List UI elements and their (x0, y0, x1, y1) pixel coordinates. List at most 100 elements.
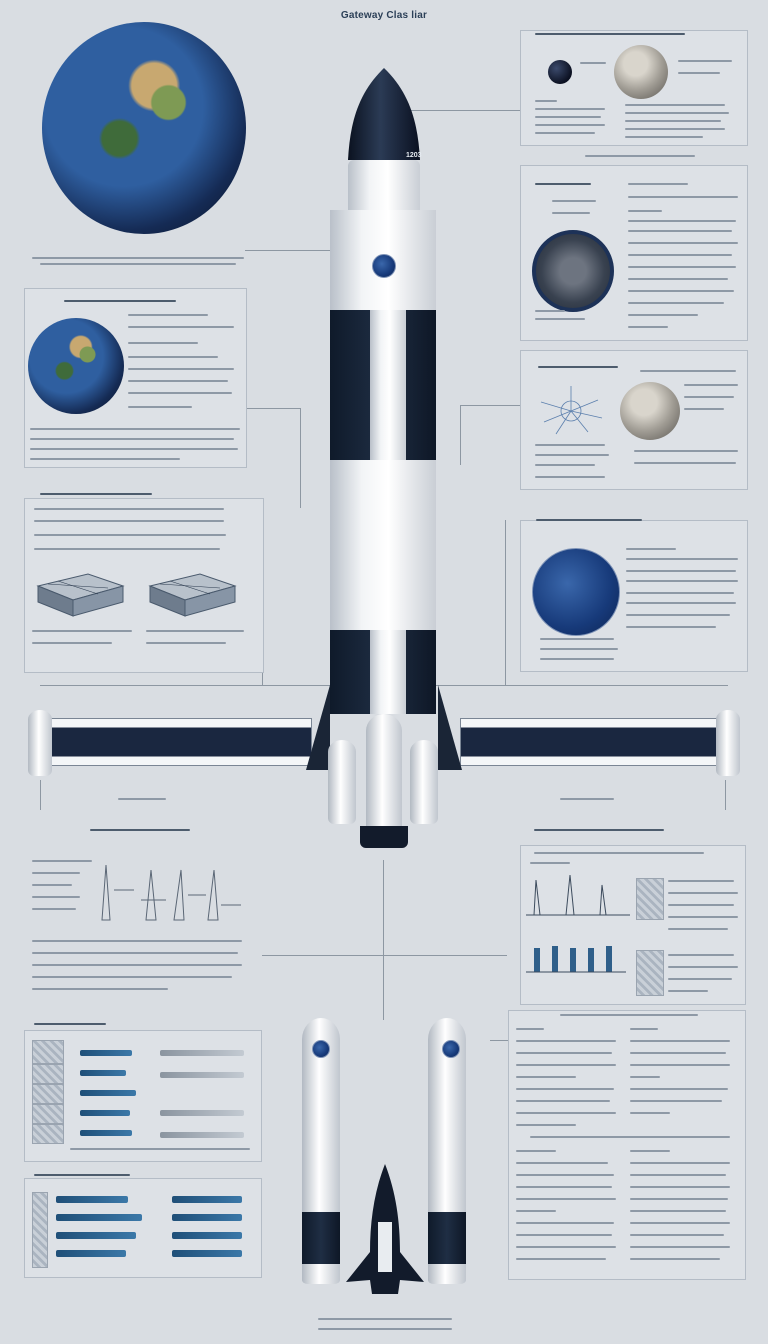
text-line (628, 254, 732, 256)
label-line (580, 62, 606, 64)
text-line (516, 1162, 608, 1164)
text-line (684, 408, 724, 410)
text-line (516, 1234, 612, 1236)
text-line (625, 104, 725, 106)
text-line (552, 212, 590, 214)
text-line (668, 916, 738, 918)
connector-line (460, 405, 461, 465)
text-line (628, 183, 688, 185)
text-line (535, 100, 557, 102)
text-line (32, 630, 132, 632)
rocket-lower-band (302, 1212, 340, 1264)
text-line (630, 1112, 670, 1114)
rocket-badge-code: 1203 (406, 152, 422, 159)
text-line (32, 940, 242, 942)
panel-heading-line (536, 519, 642, 521)
text-line (630, 1174, 726, 1176)
mission-emblem-icon (442, 1040, 460, 1058)
text-line (516, 1040, 616, 1042)
text-line (628, 242, 738, 244)
text-line (628, 278, 728, 280)
rocket-fins (306, 685, 462, 770)
right-truss-segment (460, 718, 722, 766)
text-line (516, 1186, 612, 1188)
text-line (668, 966, 738, 968)
panel-heading-line (534, 829, 664, 831)
text-line (535, 476, 605, 478)
caption-line (560, 798, 614, 800)
text-line (630, 1186, 730, 1188)
caption-line (118, 798, 166, 800)
engine-schematic-icon (101, 864, 241, 921)
component-bar (56, 1232, 136, 1239)
text-line (32, 860, 92, 862)
connector-line (300, 408, 301, 508)
text-line (70, 1148, 250, 1150)
text-line (34, 534, 226, 536)
mission-emblem-icon (372, 254, 396, 278)
text-line (516, 1246, 616, 1248)
text-line (684, 384, 738, 386)
text-line (625, 112, 729, 114)
radial-chart-icon (540, 386, 603, 435)
mission-emblem-icon (312, 1040, 330, 1058)
text-line (684, 396, 734, 398)
component-bar (80, 1050, 132, 1056)
text-line (630, 1234, 724, 1236)
text-line (630, 1258, 720, 1260)
earth-globe-icon (28, 318, 124, 414)
text-line (146, 642, 226, 644)
truss-segment-icon (148, 573, 237, 617)
text-line (626, 558, 738, 560)
panel-heading-line (34, 1174, 130, 1176)
text-line (630, 1076, 660, 1078)
component-bar (56, 1250, 126, 1257)
text-line (32, 976, 232, 978)
text-line (516, 1088, 614, 1090)
connector-line (383, 860, 384, 1020)
text-line (625, 120, 721, 122)
text-line (516, 1076, 576, 1078)
text-line (516, 1100, 610, 1102)
panel-heading-line (90, 829, 190, 831)
text-line (128, 406, 192, 408)
text-line (128, 368, 234, 370)
text-line (516, 1174, 614, 1176)
booster-icon (716, 710, 740, 776)
text-line (668, 990, 708, 992)
component-bar (80, 1110, 130, 1116)
text-line (516, 1198, 616, 1200)
text-line (30, 458, 180, 460)
text-line (34, 508, 224, 510)
component-bar (56, 1214, 142, 1221)
text-line (32, 884, 72, 886)
text-line (560, 1014, 698, 1016)
text-line (516, 1052, 612, 1054)
text-line (630, 1100, 722, 1102)
booster-icon (28, 710, 52, 776)
text-line (630, 1088, 728, 1090)
text-line (516, 1124, 576, 1126)
text-line (628, 220, 736, 222)
text-line (32, 964, 242, 966)
component-bar (172, 1214, 242, 1221)
component-bar (160, 1050, 244, 1056)
component-bar (160, 1072, 244, 1078)
footer-line (318, 1328, 452, 1330)
component-bar (80, 1090, 136, 1096)
component-bar (172, 1196, 242, 1203)
component-bar (160, 1132, 244, 1138)
panel-heading-line (535, 183, 591, 185)
text-line (625, 136, 703, 138)
text-line (640, 370, 736, 372)
panel-heading-line (34, 1023, 106, 1025)
component-photo (32, 1064, 64, 1084)
text-line (668, 954, 734, 956)
earth-globe-icon (42, 22, 246, 234)
connector-line (505, 520, 506, 685)
text-line (30, 428, 240, 430)
text-line (630, 1064, 730, 1066)
text-line (34, 520, 224, 522)
text-line (530, 862, 570, 864)
text-line (128, 342, 198, 344)
